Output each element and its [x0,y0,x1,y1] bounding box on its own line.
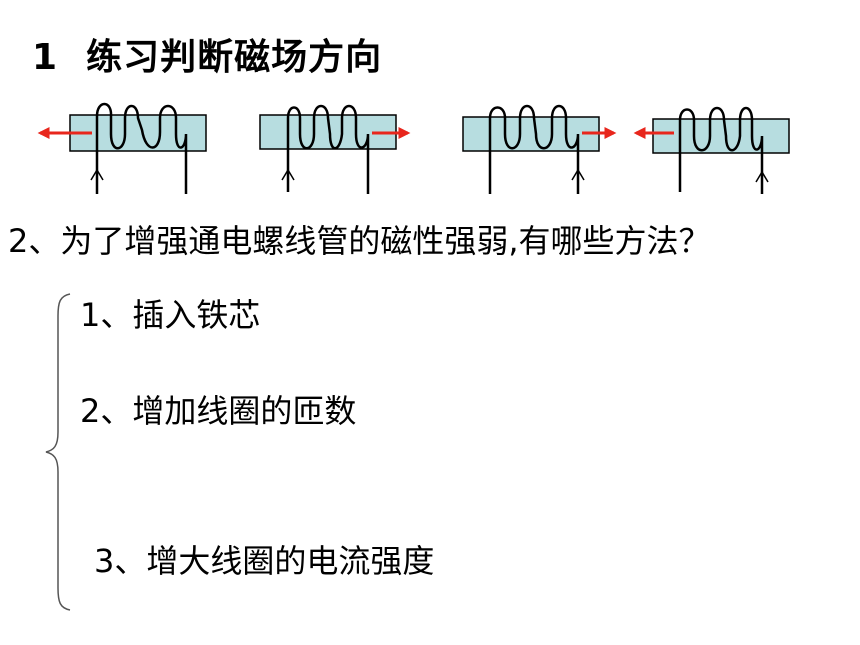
title-number: 1 [32,37,59,78]
answer-item-1: 1、插入铁芯 [80,296,261,334]
iron-core [652,118,790,154]
solenoid-2 [259,104,411,194]
solenoid-figures [37,102,790,194]
current-arrow [571,168,585,181]
current-arrow [90,168,104,181]
coil-wire [286,104,370,194]
title-text: 练习判断磁场方向 [86,37,383,78]
coil-wire [488,104,580,194]
current-arrow [281,168,295,181]
answer-item-3: 3、增大线圈的电流强度 [94,542,435,580]
current-arrow [755,170,769,183]
left-brace [45,293,71,611]
solenoid-1 [37,102,207,194]
coil-wire [678,106,764,194]
answer-item-2: 2、增加线圈的匝数 [80,392,357,430]
solenoid-4 [633,106,790,194]
coil-wire [95,102,188,194]
page-title: 1 练习判断磁场方向 [32,28,382,80]
question-text: 2、为了增强通电螺线管的磁性强弱,有哪些方法？ [8,222,711,260]
solenoid-3 [462,104,617,194]
